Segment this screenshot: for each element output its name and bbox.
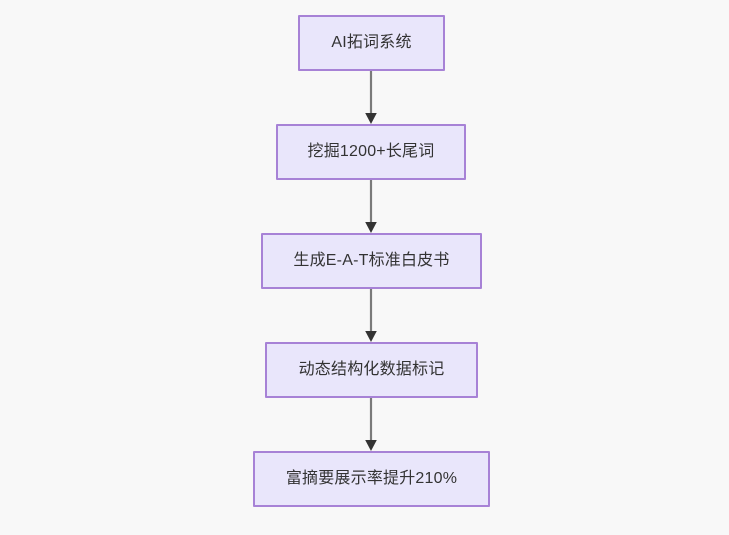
- edge-n4-to-n5: [361, 398, 381, 451]
- edge-n2-to-n3: [361, 180, 381, 233]
- node-label: 挖掘1200+长尾词: [307, 143, 435, 161]
- edge-n1-to-n2: [361, 71, 381, 124]
- flowchart-node-rich-snippet-impression-lift[interactable]: 富摘要展示率提升210%: [253, 451, 490, 507]
- edge-n3-to-n4: [361, 289, 381, 342]
- node-label: 生成E-A-T标准白皮书: [293, 252, 450, 270]
- flowchart-node-ai-keyword-system[interactable]: AI拓词系统: [298, 15, 445, 71]
- flowchart-node-dynamic-structured-data-markup[interactable]: 动态结构化数据标记: [265, 342, 478, 398]
- flowchart-node-mine-longtail-keywords[interactable]: 挖掘1200+长尾词: [276, 124, 466, 180]
- node-label: 富摘要展示率提升210%: [285, 470, 458, 488]
- flowchart-node-generate-eat-whitepaper[interactable]: 生成E-A-T标准白皮书: [261, 233, 482, 289]
- node-label: AI拓词系统: [331, 34, 412, 52]
- node-label: 动态结构化数据标记: [298, 361, 445, 379]
